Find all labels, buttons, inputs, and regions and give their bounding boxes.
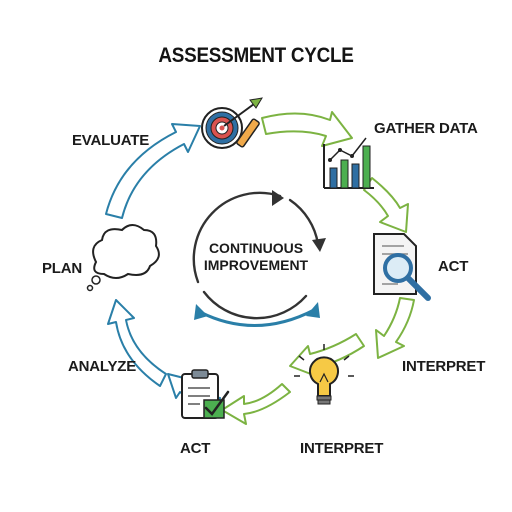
blue-arrow-left-lower bbox=[107, 299, 167, 387]
thought-cloud-icon bbox=[86, 224, 160, 292]
label-interpret-bottom: INTERPRET bbox=[300, 440, 384, 457]
blue-arrow-top-left bbox=[105, 123, 201, 219]
center-label: CONTINUOUS IMPROVEMENT bbox=[196, 240, 316, 274]
label-interpret-right: INTERPRET bbox=[402, 358, 486, 375]
inner-arrowhead-bottom-left bbox=[194, 304, 208, 320]
document-magnifier-icon bbox=[373, 233, 431, 301]
center-label-line2: IMPROVEMENT bbox=[203, 257, 309, 273]
label-gather-data: GATHER DATA bbox=[374, 120, 478, 137]
label-act-bottom: ACT bbox=[180, 440, 211, 457]
inner-arrow-bottom-blue bbox=[198, 308, 316, 327]
green-arrow-bottom bbox=[221, 383, 291, 425]
label-plan: PLAN bbox=[42, 260, 83, 277]
target-icon bbox=[201, 97, 263, 149]
clipboard-check-icon bbox=[181, 369, 230, 419]
inner-arrowhead-right bbox=[312, 238, 326, 252]
lightbulb-icon bbox=[294, 344, 354, 405]
inner-arrow-bottom-dark bbox=[202, 290, 308, 320]
center-label-line1: CONTINUOUS bbox=[208, 240, 304, 256]
label-evaluate: EVALUATE bbox=[72, 132, 150, 149]
bar-chart-icon bbox=[323, 137, 374, 189]
inner-arrowhead-top bbox=[272, 190, 284, 206]
green-arrow-top-right bbox=[261, 111, 353, 147]
inner-arrowhead-bottom-right bbox=[306, 302, 320, 318]
green-arrow-right-lower bbox=[375, 297, 415, 359]
diagram-title: ASSESSMENT CYCLE bbox=[158, 44, 354, 67]
label-act-right: ACT bbox=[438, 258, 469, 275]
label-analyze: ANALYZE bbox=[68, 358, 137, 375]
green-arrow-right-upper bbox=[363, 177, 409, 233]
